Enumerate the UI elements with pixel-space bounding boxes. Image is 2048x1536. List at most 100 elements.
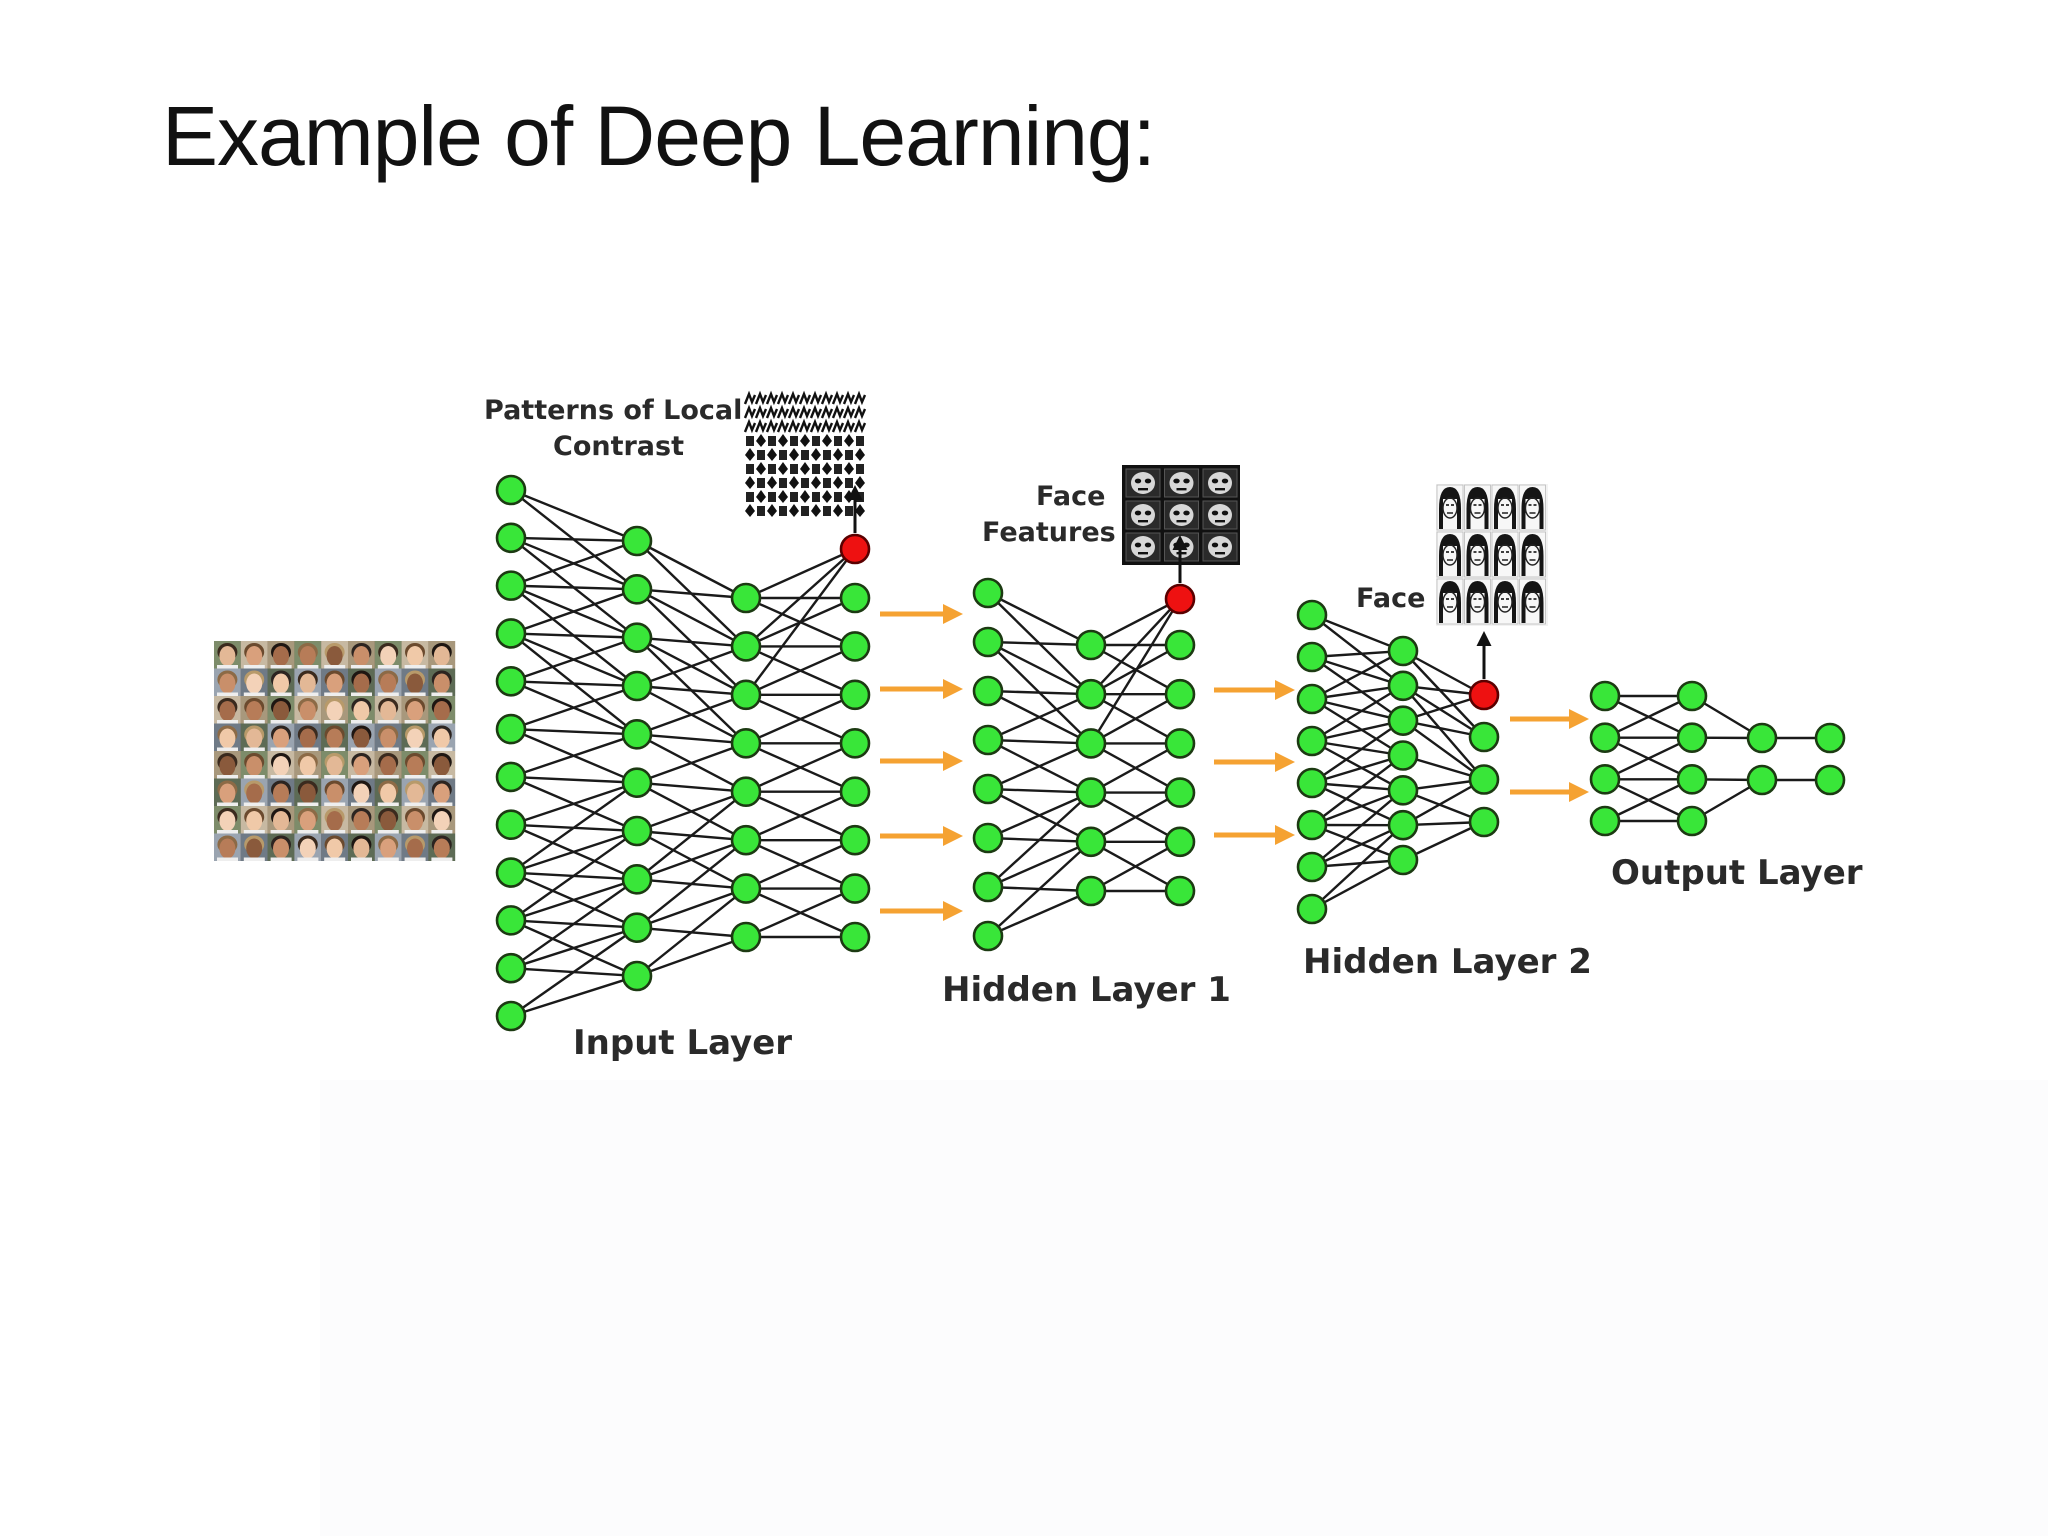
pattern-block: [823, 478, 831, 488]
hidden-layer-2-neuron: [1387, 844, 1419, 876]
face-skin: [219, 646, 236, 666]
pattern-stroke: [853, 404, 867, 420]
connection-line: [987, 689, 1092, 696]
face-skin: [219, 811, 236, 831]
pattern-stroke: [809, 418, 823, 434]
connection-line: [510, 926, 638, 1017]
face-skin: [273, 838, 289, 859]
face-sketch-hair: [1439, 534, 1461, 576]
patterns-of-local-contrast-label-line1: Patterns of Local: [484, 395, 742, 426]
pattern-diamond: [822, 462, 832, 475]
hidden-layer-1-neuron: [1164, 728, 1196, 759]
pattern-block: [856, 492, 864, 502]
connection-line: [1089, 598, 1182, 745]
face-shirt: [324, 857, 346, 861]
connection-line: [510, 632, 638, 639]
pattern-block: [768, 436, 776, 446]
hidden-layer-1-label: Hidden Layer 1: [942, 970, 1231, 1010]
connection-line: [1090, 840, 1181, 893]
face-skin: [326, 811, 343, 831]
pattern-stroke: [787, 404, 801, 420]
face-skin: [380, 783, 397, 804]
face-sketch-hair: [1494, 534, 1516, 576]
connection-line: [1604, 736, 1693, 781]
face-skin: [353, 673, 370, 694]
connection-line: [987, 791, 1092, 840]
face-shirt: [297, 747, 319, 751]
face-shirt: [324, 802, 346, 806]
connection-line: [745, 790, 856, 842]
pattern-block: [812, 464, 820, 474]
face-shirt: [351, 720, 372, 724]
face-shirt: [217, 830, 238, 834]
pattern-diamond: [855, 448, 865, 461]
face-shirt: [297, 665, 319, 669]
face-skin: [433, 811, 450, 831]
feature-eye: [1211, 542, 1219, 548]
face-shirt: [217, 747, 238, 751]
input-layer-neuron: [495, 809, 527, 841]
face-shirt: [297, 802, 319, 806]
face-shirt: [297, 692, 319, 696]
pattern-block: [746, 464, 754, 474]
face-sketch-outline: [1469, 544, 1486, 566]
feature-face: [1169, 504, 1194, 526]
pattern-diamond: [833, 476, 843, 489]
face-skin: [273, 728, 289, 749]
hidden-layer-1-neuron: [1075, 678, 1107, 710]
connection-line: [1311, 739, 1404, 757]
connection-line: [1311, 655, 1404, 687]
face-skin: [353, 838, 370, 859]
feature-eye: [1173, 478, 1180, 484]
face-shirt: [324, 830, 346, 834]
feature-output-arrows: [847, 485, 1492, 679]
face-skin: [353, 811, 370, 831]
feature-eye: [1221, 510, 1229, 516]
connection-line: [745, 742, 856, 793]
pattern-diamond: [822, 490, 832, 503]
hidden-layer-1-neuron: [1164, 678, 1196, 710]
face-skin: [219, 756, 236, 776]
connection-line: [987, 693, 1092, 742]
face-shirt: [324, 692, 346, 696]
face-skin: [380, 701, 397, 721]
pattern-stroke: [842, 404, 856, 420]
pattern-stroke: [853, 390, 867, 406]
connection-line: [745, 547, 856, 600]
feature-eye: [1183, 510, 1190, 516]
face-shirt: [377, 692, 399, 696]
connection-line: [636, 693, 747, 736]
connection-line: [987, 591, 1092, 647]
face-skin: [246, 673, 263, 694]
connection-line: [636, 684, 747, 697]
hidden-layer-2-neuron: [1296, 599, 1328, 631]
input-layer-neuron: [621, 719, 653, 750]
face-shirt: [270, 665, 292, 669]
pattern-stroke: [809, 404, 823, 420]
connection-line: [1402, 778, 1485, 827]
input-layer-neuron: [495, 522, 527, 554]
connection-line: [1311, 614, 1404, 687]
hidden-layer-1-neuron: [972, 773, 1004, 805]
face-skin: [299, 673, 316, 694]
output-layer-neuron: [1676, 680, 1708, 712]
connection-line: [510, 684, 638, 731]
pattern-block: [845, 478, 853, 488]
pattern-stroke: [787, 418, 801, 434]
pattern-stroke: [831, 418, 845, 434]
face-skin: [273, 673, 289, 694]
pattern-diamond: [756, 434, 766, 447]
pattern-block: [856, 436, 864, 446]
slide-title: Example of Deep Learning:: [162, 89, 1156, 183]
connection-line: [745, 548, 856, 696]
face-shirt: [270, 747, 292, 751]
face-skin: [299, 838, 316, 859]
face-photo-grid-icon: [214, 641, 456, 861]
feature-eye: [1221, 478, 1229, 484]
output-layer-neuron: [1676, 722, 1708, 753]
hidden-layer-2-neuron: [1468, 764, 1500, 795]
face-shirt: [351, 692, 372, 696]
pattern-diamond: [789, 448, 799, 461]
connection-line: [1311, 824, 1404, 869]
